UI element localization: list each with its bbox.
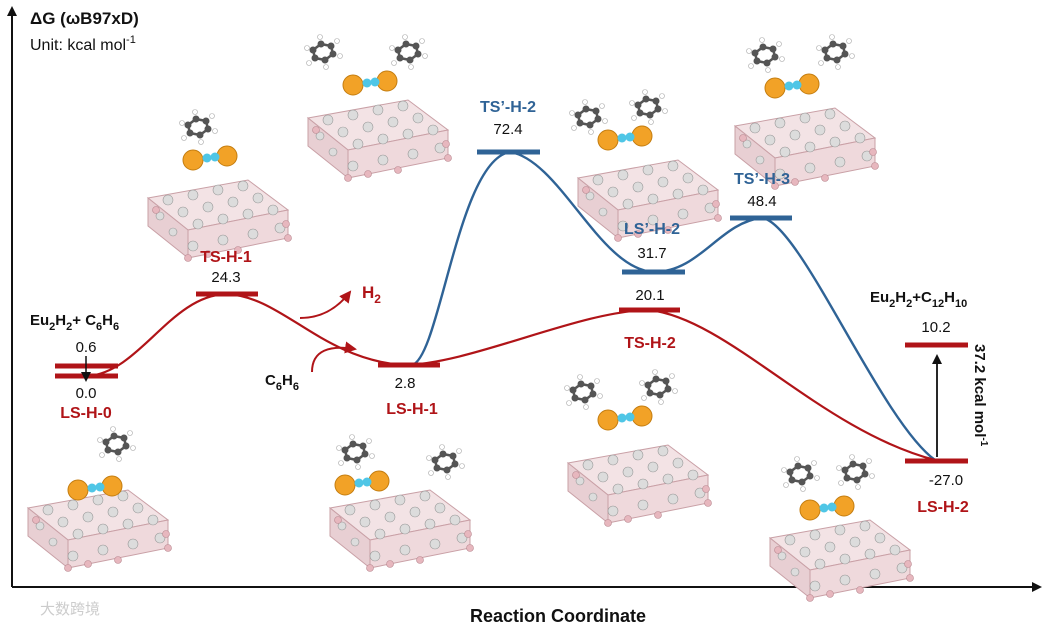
red-pathway-curve	[87, 292, 936, 462]
value-ts-h-2: 20.1	[635, 287, 664, 304]
label-ls-h-0: LS-H-0	[60, 405, 112, 422]
value-ts-h-1: 24.3	[211, 269, 240, 286]
value-ts-prime-h-3: 48.4	[747, 193, 776, 210]
label-ls-h-1: LS-H-1	[386, 401, 438, 418]
value-ls-h-0: 0.0	[76, 385, 97, 402]
c6h6-label: C6H6	[265, 372, 299, 393]
structure-ts-prime-h-2-top	[303, 33, 452, 182]
watermark: 大数跨境	[40, 600, 100, 618]
reactant-formula: Eu2H2+ C6H6	[30, 312, 119, 333]
label-ts-h-2: TS-H-2	[624, 335, 676, 352]
unit-label: Unit: kcal mol-1	[30, 34, 136, 54]
barrier-label: 37.2 kcal mol-1	[971, 344, 989, 447]
value-ls-h-0-upper: 0.6	[76, 339, 97, 356]
energy-title: ΔG (ωB97xD)	[30, 9, 139, 28]
value-ts-prime-h-2: 72.4	[493, 121, 522, 138]
label-ls-prime-h-2: LS’-H-2	[624, 221, 680, 238]
value-product: 10.2	[921, 319, 950, 336]
structure-ls-h-0	[27, 425, 172, 572]
label-ts-prime-h-3: TS’-H-3	[734, 171, 790, 188]
structure-ts-h-2	[563, 368, 712, 527]
value-ls-prime-h-2: 31.7	[637, 245, 666, 262]
product-formula: Eu2H2+C12H10	[870, 289, 967, 310]
label-ts-prime-h-2: TS’-H-2	[480, 99, 536, 116]
x-axis-label: Reaction Coordinate	[470, 606, 646, 626]
h2-label: H2	[362, 283, 381, 306]
value-ls-h-1: 2.8	[395, 375, 416, 392]
c6h6-uptake-arrow	[311, 341, 357, 373]
structure-ls-h-2	[769, 453, 914, 602]
structure-ts-h-1	[147, 108, 292, 262]
structure-ls-prime-h-2	[568, 88, 722, 242]
label-ts-h-1: TS-H-1	[200, 249, 252, 266]
label-ls-h-2: LS-H-2	[917, 499, 969, 516]
value-ls-h-2: -27.0	[929, 472, 963, 489]
structure-ls-h-1	[329, 433, 474, 572]
h2-release-arrow	[299, 290, 352, 319]
structure-ts-prime-h-3	[734, 33, 879, 190]
